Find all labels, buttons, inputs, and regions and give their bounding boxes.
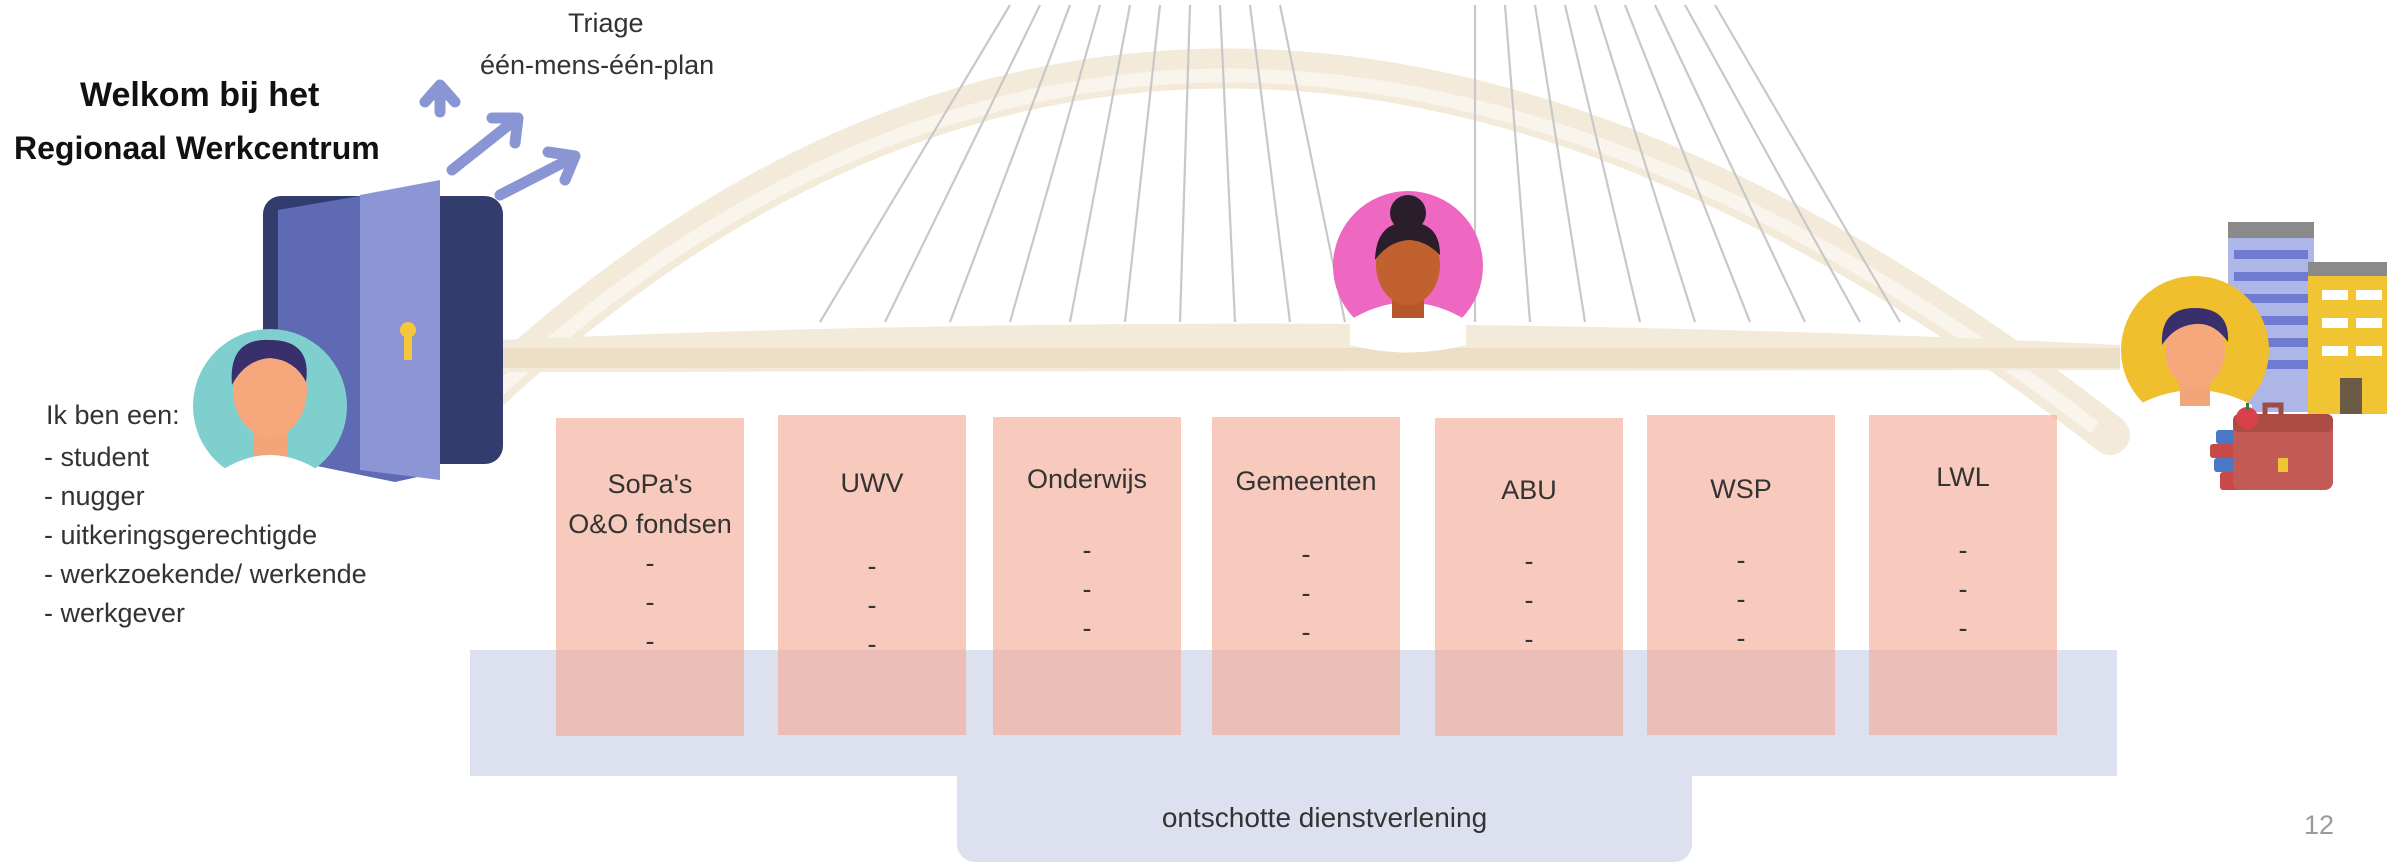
arrow-up-icon — [419, 79, 581, 201]
welcome-title: Welkom bij het — [80, 76, 320, 114]
org-dash: - — [1958, 613, 1968, 643]
org-dash: - — [1082, 574, 1092, 604]
org-dash: - — [1301, 617, 1311, 647]
org-dash: - — [1736, 545, 1746, 575]
i-am-item: - werkzoekende/ werkende — [44, 559, 367, 589]
org-name: Gemeenten — [1235, 466, 1377, 496]
org-name: Onderwijs — [1026, 464, 1148, 494]
org-name-line2: O&O fondsen — [568, 509, 732, 539]
i-am-list: - student - nugger - uitkeringsgerechtig… — [44, 438, 367, 633]
org-dash: - — [645, 626, 655, 656]
org-dash: - — [1958, 574, 1968, 604]
service-band-label: ontschotte dienstverlening — [1161, 802, 1488, 833]
apple-icon — [2236, 403, 2258, 429]
briefcase-icon — [2233, 402, 2333, 490]
org-name: LWL — [1936, 462, 1990, 492]
org-column-gemeenten: Gemeenten - - - — [1212, 417, 1400, 735]
i-am-item: - uitkeringsgerechtigde — [44, 520, 318, 550]
org-dash: - — [867, 551, 877, 581]
org-name: UWV — [840, 468, 904, 498]
org-dash: - — [645, 587, 655, 617]
person-avatar-icon-center — [1333, 191, 1483, 353]
org-dash: - — [1082, 535, 1092, 565]
triage-sublabel: één-mens-één-plan — [480, 50, 715, 80]
buildings-icon — [2228, 222, 2387, 414]
i-am-item: - werkgever — [44, 598, 186, 628]
service-band-tab — [957, 770, 1692, 862]
org-dash: - — [1736, 623, 1746, 653]
org-dash: - — [1958, 535, 1968, 565]
org-dash: - — [1524, 624, 1534, 654]
org-dash: - — [645, 548, 655, 578]
org-dash: - — [1736, 584, 1746, 614]
org-column-abu: ABU - - - — [1435, 418, 1623, 736]
welcome-subtitle: Regionaal Werkcentrum — [14, 130, 380, 166]
org-dash: - — [1524, 546, 1534, 576]
org-dash: - — [867, 629, 877, 659]
org-dash: - — [867, 590, 877, 620]
org-column-wsp: WSP - - - — [1647, 415, 1835, 735]
person-avatar-icon-right — [2121, 276, 2269, 426]
org-name: WSP — [1710, 474, 1772, 504]
person-avatar-icon-left — [193, 329, 347, 490]
triage-label: Triage — [568, 8, 644, 38]
page-number: 12 — [2304, 810, 2335, 840]
org-name: SoPa's — [607, 469, 693, 499]
org-column-sopa: SoPa's O&O fondsen - - - — [556, 418, 744, 736]
org-dash: - — [1082, 613, 1092, 643]
org-column-onderwijs: Onderwijs - - - — [993, 417, 1181, 735]
bridge-arch — [460, 48, 2130, 455]
i-am-heading: Ik ben een: — [46, 400, 180, 430]
org-name: ABU — [1501, 475, 1557, 505]
org-column-uwv: UWV - - - — [778, 415, 966, 735]
i-am-item: - nugger — [44, 481, 145, 511]
org-dash: - — [1301, 578, 1311, 608]
org-column-lwl: LWL - - - — [1869, 415, 2057, 735]
org-dash: - — [1301, 539, 1311, 569]
org-dash: - — [1524, 585, 1534, 615]
i-am-item: - student — [44, 442, 150, 472]
